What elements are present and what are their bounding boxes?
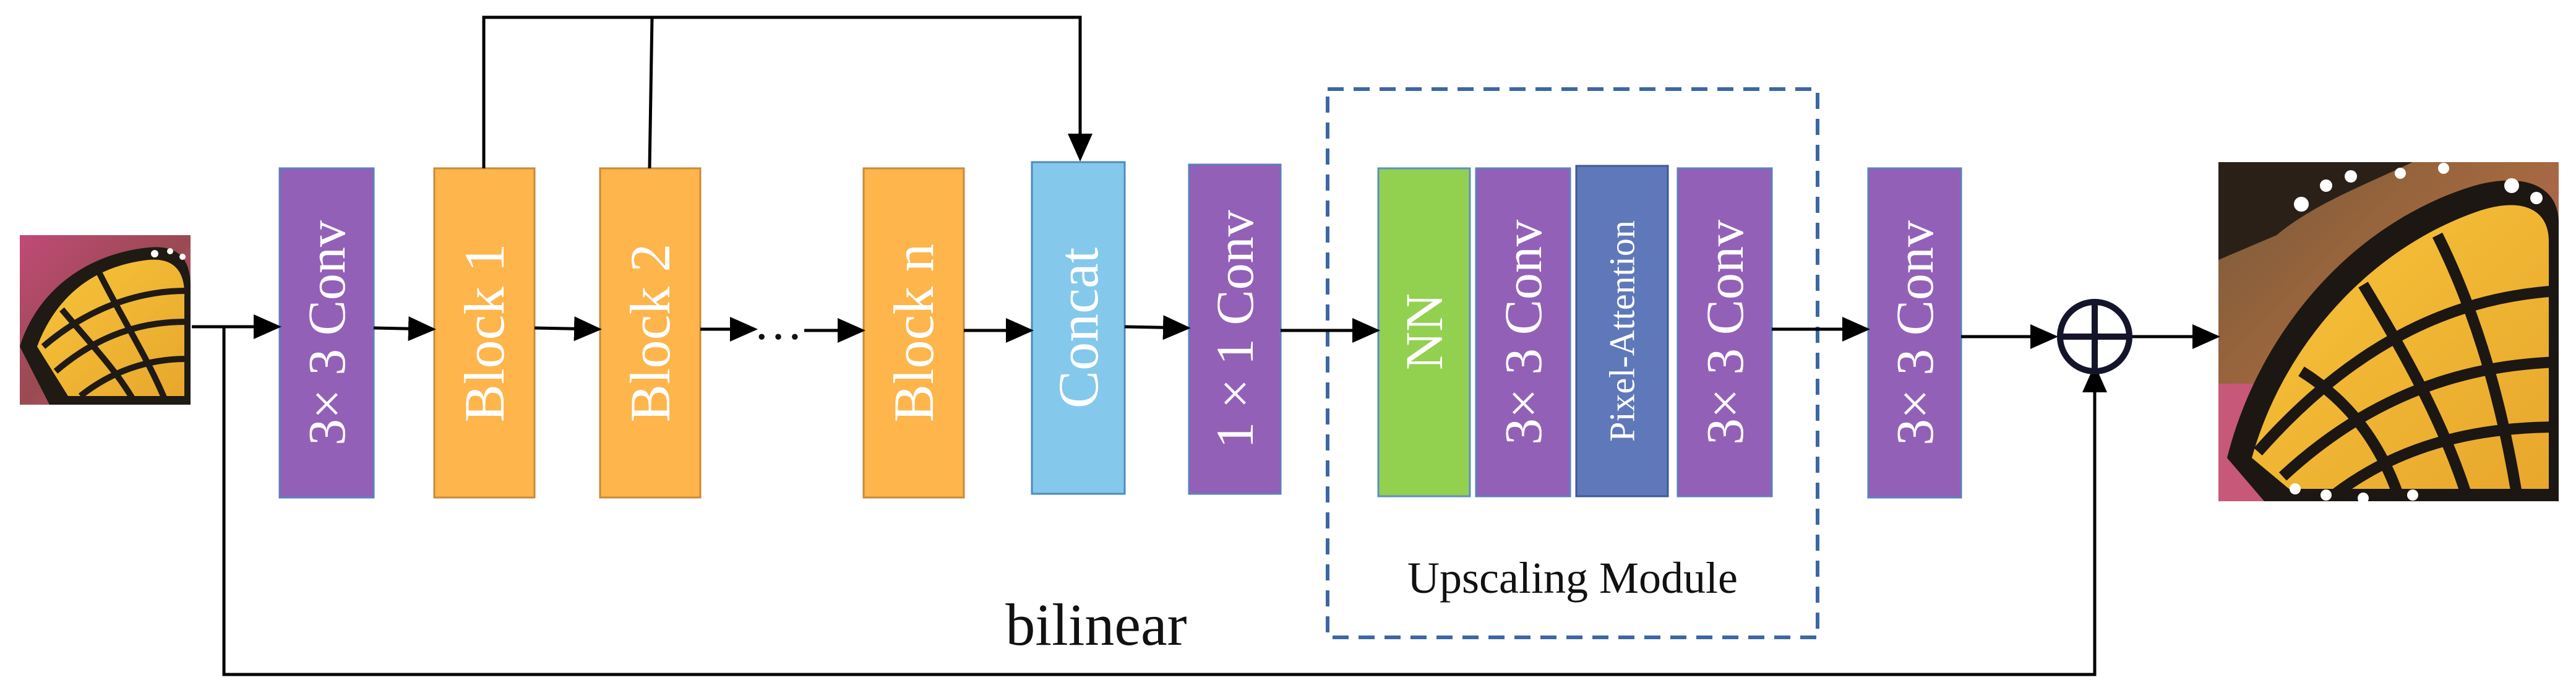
bilinear-label: bilinear bbox=[1005, 592, 1187, 658]
block-n bbox=[862, 167, 965, 499]
output-image bbox=[2218, 162, 2559, 501]
pixel-attention-block bbox=[1575, 165, 1669, 498]
nn-block bbox=[1377, 167, 1471, 498]
upscaling-conv-3x3-b-block bbox=[1677, 167, 1773, 498]
block-1-label: Block 1 bbox=[453, 244, 516, 423]
sum-icon bbox=[2057, 299, 2132, 374]
conv-1x1-block bbox=[1188, 163, 1282, 495]
skip-block2-to-concat bbox=[648, 17, 654, 169]
arrow-block1-to-block2 bbox=[534, 316, 602, 342]
upscaling-conv-3x3-b-label: 3× 3 Conv bbox=[1695, 220, 1754, 445]
block-n-label: Block n bbox=[882, 244, 945, 423]
input-image bbox=[20, 235, 191, 405]
upscaling-conv-3x3-a-block bbox=[1475, 167, 1571, 498]
upscaling-module-frame bbox=[1326, 87, 1819, 639]
bilinear-skip-path bbox=[222, 327, 2107, 676]
upscaling-module-label: Upscaling Module bbox=[1407, 553, 1738, 603]
concat-block bbox=[1031, 161, 1126, 495]
ellipsis-label: … bbox=[753, 296, 803, 350]
upscaling-conv-3x3-a-label: 3× 3 Conv bbox=[1493, 220, 1553, 445]
pixel-attention-label: Pixel-Attention bbox=[1602, 220, 1642, 442]
block-2 bbox=[599, 167, 702, 499]
block-1 bbox=[433, 167, 536, 499]
skip-block1-to-concat bbox=[482, 15, 1093, 168]
conv-3x3-output-label: 3× 3 Conv bbox=[1885, 220, 1944, 446]
conv-1x1-label: 1 × 1 Conv bbox=[1205, 210, 1264, 448]
nn-label: NN bbox=[1394, 293, 1454, 370]
conv-3x3-input-block bbox=[278, 167, 375, 499]
arrow-conv-to-block1 bbox=[373, 316, 436, 342]
concat-label: Concat bbox=[1047, 247, 1110, 408]
block-2-label: Block 2 bbox=[619, 244, 682, 423]
arrow-concat-to-conv1x1 bbox=[1124, 315, 1191, 340]
conv-3x3-input-label: 3× 3 Conv bbox=[297, 220, 356, 446]
conv-3x3-output-block bbox=[1867, 167, 1962, 499]
